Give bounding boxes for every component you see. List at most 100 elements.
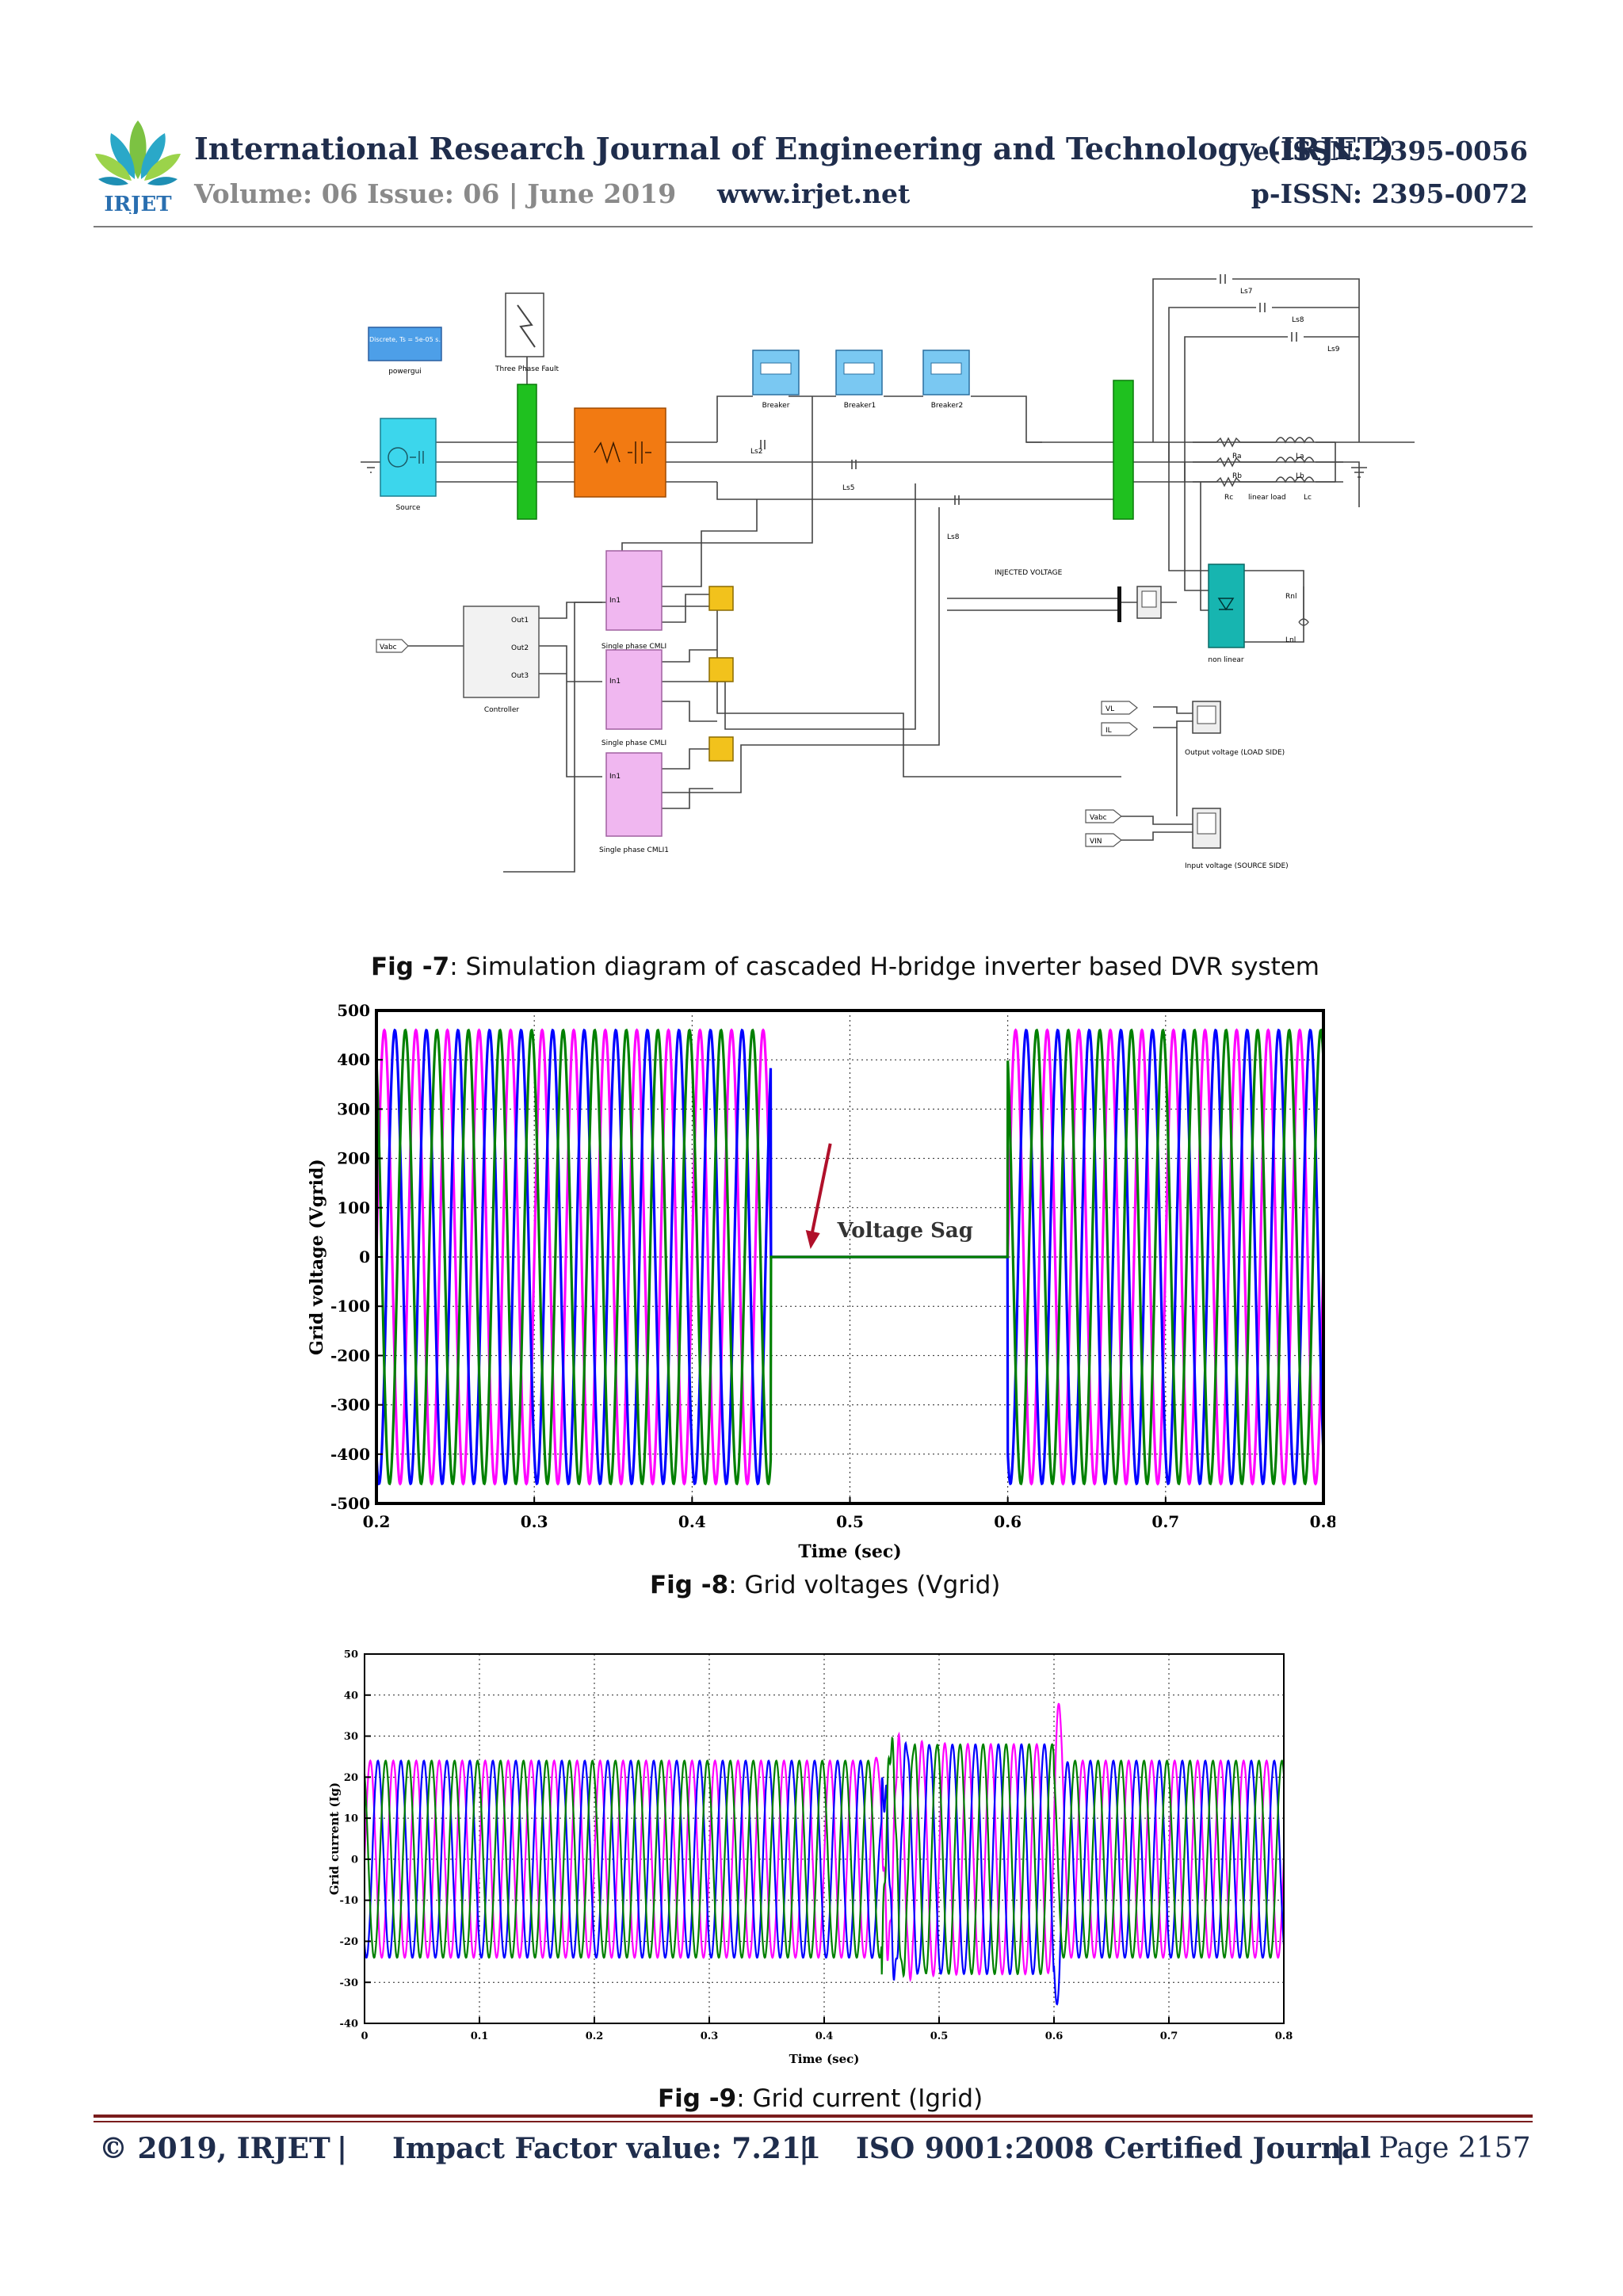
annotation-label: Voltage Sag [836,1219,972,1243]
cmli2-label: Single phase CMLI [601,739,666,747]
vabc-tag: Vabc [380,644,397,651]
y-tick-label: 200 [337,1149,370,1168]
ls2-label: Ls2 [750,448,762,456]
x-axis-label: Time (sec) [789,2052,860,2066]
fig7-caption-text: : Simulation diagram of cascaded H-bridg… [449,953,1320,981]
controller-label: Controller [484,706,520,714]
volume-issue: Volume: 06 Issue: 06 | June 2019 [194,178,677,209]
fig7-caption: Fig -7: Simulation diagram of cascaded H… [371,953,1319,981]
footer-page-number: Page 2157 [1379,2132,1531,2164]
breaker2-label: Breaker2 [931,402,964,410]
ls5-label: Ls5 [842,484,854,492]
x-tick-label: 0.6 [994,1512,1022,1531]
ra-label: Ra [1232,453,1242,460]
y-tick-label: -500 [330,1494,370,1513]
x-tick-label: 0.7 [1160,2030,1178,2042]
x-tick-label: 0.2 [586,2030,604,2042]
footer-separator: | [337,2132,348,2165]
series-line [375,1028,1325,1486]
y-tick-label: -20 [340,1936,359,1948]
y-tick-label: 30 [344,1731,358,1743]
y-tick-label: 0 [359,1247,370,1266]
y-tick-label: 300 [337,1099,370,1118]
fig7-caption-label: Fig -7 [371,953,450,981]
x-tick-label: 0.7 [1151,1512,1179,1531]
y-tick-label: -30 [340,1977,359,1989]
controller-out3: Out3 [511,672,529,680]
footer-separator: | [1335,2132,1346,2165]
x-tick-label: 0.4 [815,2030,834,2042]
linearload-label: linear load [1248,494,1286,502]
x-tick-label: 0.2 [363,1512,391,1531]
source-label: Source [396,504,421,512]
logo-text: IRJET [104,193,172,214]
cmli3-label: Single phase CMLI1 [599,846,669,854]
p-issn: p-ISSN: 2395-0072 [1251,178,1528,209]
y-tick-label: 50 [344,1649,358,1661]
y-tick-label: 500 [337,1003,370,1020]
fig8-caption: Fig -8: Grid voltages (Vgrid) [650,1571,1000,1599]
footer-iso: ISO 9001:2008 Certified Journal [856,2132,1371,2165]
series-line [363,1736,1285,1978]
cmli3-in-label: In1 [609,773,621,781]
fig9-caption: Fig -9: Grid current (Igrid) [658,2084,983,2113]
cmli1-label: Single phase CMLI [601,643,666,651]
y-tick-label: -10 [340,1895,359,1907]
output-voltage-label: Output voltage (LOAD SIDE) [1185,749,1285,757]
fig7-simulink-diagram: Discrete, Ts = 5e-05 s. powergui Source … [313,269,1415,919]
discrete-label: Discrete, Ts = 5e-05 s. [369,336,441,343]
x-tick-label: 0 [361,2030,368,2042]
x-tick-label: 0.1 [471,2030,489,2042]
rc-label: Rc [1224,494,1233,502]
irjet-logo: IRJET [95,120,181,214]
vin-tag: VIN [1090,838,1102,846]
cmli2-in-label: In1 [609,678,621,686]
x-axis-label: Time (sec) [798,1541,901,1562]
rb-label: Rb [1232,472,1242,480]
footer-impact-factor: Impact Factor value: 7.211 [392,2132,822,2165]
injected-voltage-label: INJECTED VOLTAGE [995,569,1063,577]
breaker-label: Breaker [762,402,790,410]
y-tick-label: -200 [330,1346,370,1365]
journal-website-link[interactable]: www.irjet.net [717,178,911,209]
e-issn: e-ISSN: 2395-0056 [1252,136,1528,166]
x-tick-label: 0.3 [701,2030,719,2042]
y-tick-label: -400 [330,1445,370,1464]
fig8-caption-label: Fig -8 [650,1571,729,1599]
annotation-arrowhead-icon [805,1230,820,1249]
fig9-caption-text: : Grid current (Igrid) [736,2084,983,2113]
x-tick-label: 0.3 [521,1512,548,1531]
y-tick-label: 20 [344,1772,358,1784]
x-tick-label: 0.6 [1045,2030,1064,2042]
x-tick-label: 0.8 [1310,1512,1335,1531]
vabc2-tag: Vabc [1090,814,1107,822]
x-tick-label: 0.4 [678,1512,706,1531]
x-tick-label: 0.8 [1275,2030,1293,2042]
y-tick-label: 0 [351,1854,358,1866]
y-tick-label: 100 [337,1198,370,1217]
il-tag: IL [1106,727,1112,735]
y-tick-label: 400 [337,1050,370,1069]
vl-tag: VL [1106,705,1114,713]
fig8-caption-text: : Grid voltages (Vgrid) [728,1571,1001,1599]
nonlinear-label: non linear [1208,656,1244,664]
lc-label: Lc [1304,494,1312,502]
lnl-label: Lnl [1285,636,1296,644]
footer-divider-thick [94,2115,1533,2118]
y-axis-label: Grid current (Ig) [329,1782,342,1895]
input-voltage-label: Input voltage (SOURCE SIDE) [1185,862,1289,870]
lb-label: Lb [1296,472,1304,480]
annotation-arrow [808,1143,832,1242]
fault-label: Three Phase Fault [495,365,559,373]
y-tick-label: -100 [330,1297,370,1316]
header-divider [94,226,1533,227]
footer-copyright: © 2019, IRJET [99,2132,330,2165]
y-tick-label: -300 [330,1396,370,1415]
controller-out2: Out2 [511,644,529,652]
cmli1-in-label: In1 [609,597,621,605]
ls8-label: Ls8 [947,533,960,541]
la-label: La [1296,453,1304,460]
ls8b-label: Ls8 [1292,316,1304,324]
